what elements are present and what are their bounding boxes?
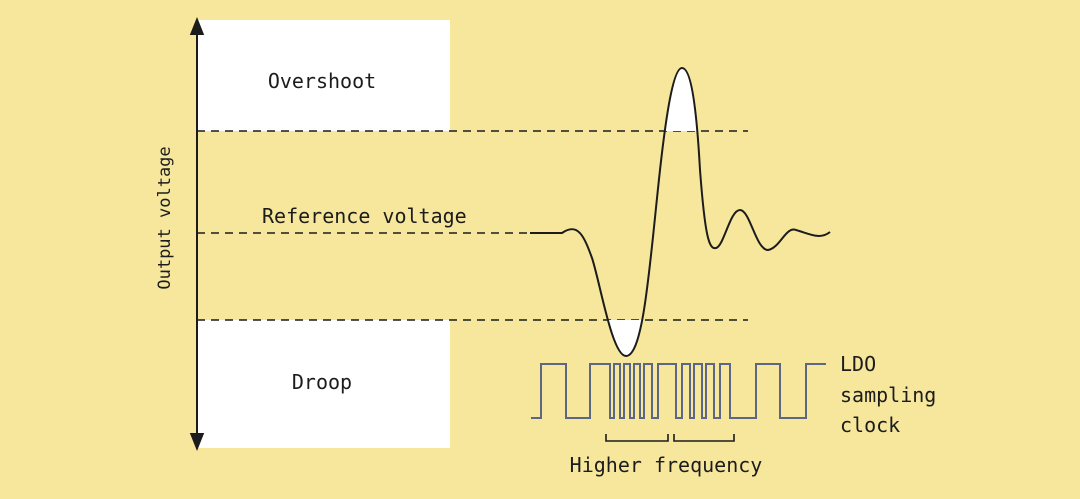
overshoot-peak-fill <box>664 68 698 131</box>
higher-frequency-bracket-left <box>605 434 669 442</box>
output-voltage-axis-label: Output voltage <box>155 146 175 289</box>
reference-voltage-label: Reference voltage <box>262 204 467 228</box>
droop-valley-fill <box>607 320 643 356</box>
higher-frequency-label: Higher frequency <box>570 453 763 477</box>
overshoot-zone <box>197 20 450 131</box>
clock-label-line-3: clock <box>840 413 900 437</box>
clock-label-line-2: sampling <box>840 383 936 407</box>
output-voltage-waveform <box>530 66 831 358</box>
higher-frequency-bracket-right <box>673 434 735 442</box>
ldo-sampling-clock-waveform <box>531 363 826 419</box>
clock-label-line-1: LDO <box>840 352 876 376</box>
overshoot-label: Overshoot <box>268 69 376 93</box>
droop-zone <box>197 320 450 448</box>
droop-label: Droop <box>292 370 352 394</box>
